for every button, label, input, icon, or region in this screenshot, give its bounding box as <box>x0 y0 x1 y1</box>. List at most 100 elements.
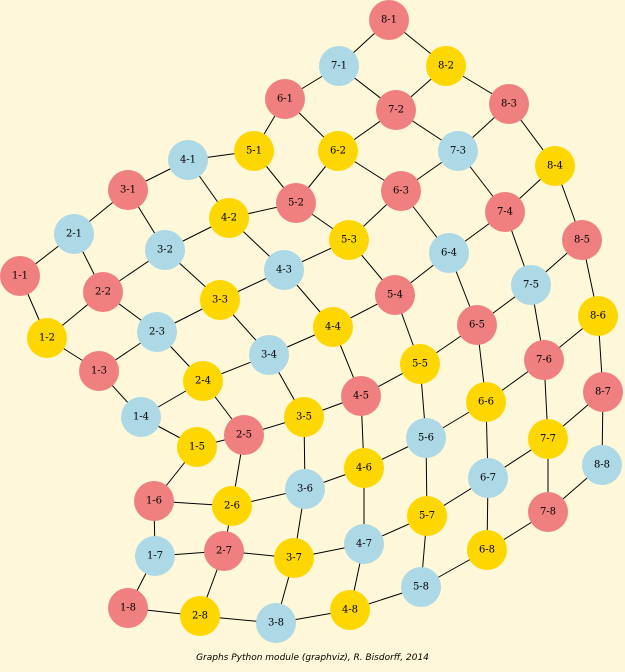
node-circle <box>468 458 508 498</box>
node-4-5: 4-5 <box>341 376 381 416</box>
node-label: 4-8 <box>342 605 358 616</box>
node-circle <box>204 531 244 571</box>
node-6-8: 6-8 <box>467 530 507 570</box>
node-label: 8-7 <box>595 387 611 398</box>
node-label: 5-5 <box>412 359 428 370</box>
node-label: 2-6 <box>224 501 240 512</box>
node-5-2: 5-2 <box>276 183 316 223</box>
node-label: 5-8 <box>413 582 429 593</box>
node-label: 7-5 <box>523 280 539 291</box>
node-7-3: 7-3 <box>438 131 478 171</box>
node-5-5: 5-5 <box>400 344 440 384</box>
node-circle <box>511 265 551 305</box>
node-circle <box>0 256 40 296</box>
node-1-7: 1-7 <box>135 536 175 576</box>
node-label: 2-4 <box>195 376 211 387</box>
node-8-8: 8-8 <box>582 445 622 485</box>
node-6-4: 6-4 <box>429 233 469 273</box>
node-2-1: 2-1 <box>54 214 94 254</box>
node-3-6: 3-6 <box>285 469 325 509</box>
node-label: 4-5 <box>353 391 369 402</box>
node-circle <box>256 603 296 643</box>
node-8-3: 8-3 <box>489 84 529 124</box>
node-8-6: 8-6 <box>578 296 618 336</box>
node-circle <box>376 90 416 130</box>
node-label: 3-4 <box>261 350 277 361</box>
node-label: 6-7 <box>480 473 496 484</box>
node-circle <box>285 469 325 509</box>
node-label: 5-7 <box>419 511 435 522</box>
node-6-7: 6-7 <box>468 458 508 498</box>
node-3-7: 3-7 <box>274 538 314 578</box>
node-7-4: 7-4 <box>485 192 525 232</box>
node-circle <box>212 486 252 526</box>
node-label: 2-3 <box>149 327 165 338</box>
node-1-5: 1-5 <box>177 427 217 467</box>
node-circle <box>264 250 304 290</box>
node-circle <box>177 427 217 467</box>
node-5-8: 5-8 <box>401 567 441 607</box>
node-circle <box>180 596 220 636</box>
node-circle <box>249 335 289 375</box>
node-circle <box>489 84 529 124</box>
node-6-5: 6-5 <box>457 305 497 345</box>
node-circle <box>528 419 568 459</box>
node-label: 5-3 <box>341 235 357 246</box>
node-label: 3-8 <box>268 618 284 629</box>
node-label: 4-6 <box>356 463 372 474</box>
node-label: 4-1 <box>180 155 196 166</box>
node-circle <box>485 192 525 232</box>
node-label: 7-1 <box>331 61 347 72</box>
node-1-2: 1-2 <box>27 318 67 358</box>
node-circle <box>313 307 353 347</box>
node-1-6: 1-6 <box>134 481 174 521</box>
node-2-2: 2-2 <box>83 272 123 312</box>
node-label: 3-2 <box>157 245 173 256</box>
node-label: 8-8 <box>594 460 610 471</box>
node-label: 1-8 <box>120 603 136 614</box>
node-label: 4-4 <box>325 322 341 333</box>
node-label: 1-2 <box>39 333 55 344</box>
node-label: 8-6 <box>590 311 606 322</box>
node-3-1: 3-1 <box>108 170 148 210</box>
node-label: 2-7 <box>216 546 232 557</box>
node-label: 6-5 <box>469 320 485 331</box>
node-label: 7-3 <box>450 146 466 157</box>
node-label: 2-8 <box>192 611 208 622</box>
node-circle <box>344 524 384 564</box>
node-6-6: 6-6 <box>466 382 506 422</box>
node-circle <box>183 361 223 401</box>
node-3-5: 3-5 <box>284 397 324 437</box>
node-circle <box>54 214 94 254</box>
node-2-7: 2-7 <box>204 531 244 571</box>
node-circle <box>209 198 249 238</box>
node-circle <box>27 318 67 358</box>
node-circle <box>583 372 623 412</box>
node-label: 3-3 <box>212 295 228 306</box>
node-circle <box>429 233 469 273</box>
node-8-1: 8-1 <box>369 0 409 40</box>
node-label: 3-6 <box>297 484 313 495</box>
node-circle <box>329 220 369 260</box>
node-7-1: 7-1 <box>319 46 359 86</box>
node-label: 6-8 <box>479 545 495 556</box>
node-3-4: 3-4 <box>249 335 289 375</box>
node-circle <box>79 351 119 391</box>
node-label: 2-2 <box>95 287 111 298</box>
node-label: 3-1 <box>120 185 136 196</box>
node-label: 5-1 <box>246 146 262 157</box>
node-circle <box>200 280 240 320</box>
node-circle <box>121 397 161 437</box>
node-circle <box>318 131 358 171</box>
node-8-5: 8-5 <box>562 220 602 260</box>
node-label: 3-7 <box>286 553 302 564</box>
node-circle <box>284 397 324 437</box>
node-label: 7-2 <box>388 105 404 116</box>
node-circle <box>224 415 264 455</box>
node-circle <box>145 230 185 270</box>
node-circle <box>134 481 174 521</box>
node-8-2: 8-2 <box>426 46 466 86</box>
node-6-1: 6-1 <box>265 79 305 119</box>
